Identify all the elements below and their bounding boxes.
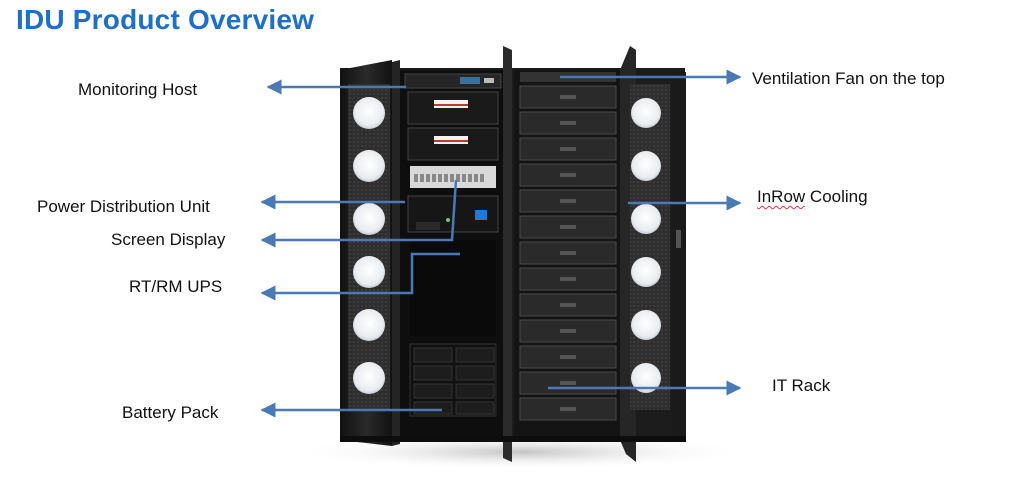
ups-port xyxy=(416,222,440,230)
fan xyxy=(631,151,661,181)
label-battery-pack: Battery Pack xyxy=(122,403,219,422)
cooling-word: Cooling xyxy=(805,187,868,206)
left-fan-panel xyxy=(348,84,390,410)
page-title: IDU Product Overview xyxy=(16,4,315,35)
fan xyxy=(353,97,385,129)
side-handle xyxy=(676,230,681,248)
right-fan-column xyxy=(631,98,661,393)
fan xyxy=(353,150,385,182)
right-side-panel xyxy=(672,72,686,440)
monitoring-host-indicator xyxy=(484,78,494,83)
fan xyxy=(631,363,661,393)
battery-modules xyxy=(413,347,495,415)
fan xyxy=(631,204,661,234)
fan xyxy=(631,98,661,128)
label-rtrm-ups: RT/RM UPS xyxy=(129,277,223,296)
label-ventilation-fan: Ventilation Fan on the top xyxy=(752,69,945,88)
fan xyxy=(353,256,385,288)
fan xyxy=(353,309,385,341)
label-inrow-cooling: InRow Cooling xyxy=(757,187,868,207)
empty-bay xyxy=(410,240,496,336)
ups-screen xyxy=(475,210,487,220)
inrow-word: InRow xyxy=(757,187,806,206)
monitoring-host-display xyxy=(460,77,480,84)
ups-led xyxy=(446,218,450,222)
cabinet-base xyxy=(340,436,686,442)
pdu-stripe xyxy=(434,140,468,142)
ups-arrow xyxy=(260,252,460,301)
center-door-panel xyxy=(503,46,512,462)
screen-display-arrow xyxy=(260,179,458,248)
fan xyxy=(631,257,661,287)
label-monitoring-host: Monitoring Host xyxy=(78,80,198,99)
door-edge xyxy=(392,60,400,446)
fan xyxy=(353,203,385,235)
fan xyxy=(353,362,385,394)
label-it-rack: IT Rack xyxy=(772,376,831,395)
right-fan-panel xyxy=(630,84,670,410)
left-fan-column xyxy=(353,97,385,394)
label-power-distribution-unit: Power Distribution Unit xyxy=(37,197,210,216)
fan xyxy=(631,310,661,340)
breaker-row xyxy=(414,174,484,182)
pdu-stripe xyxy=(434,104,468,106)
server-bezels xyxy=(560,95,576,411)
label-screen-display: Screen Display xyxy=(111,230,226,249)
